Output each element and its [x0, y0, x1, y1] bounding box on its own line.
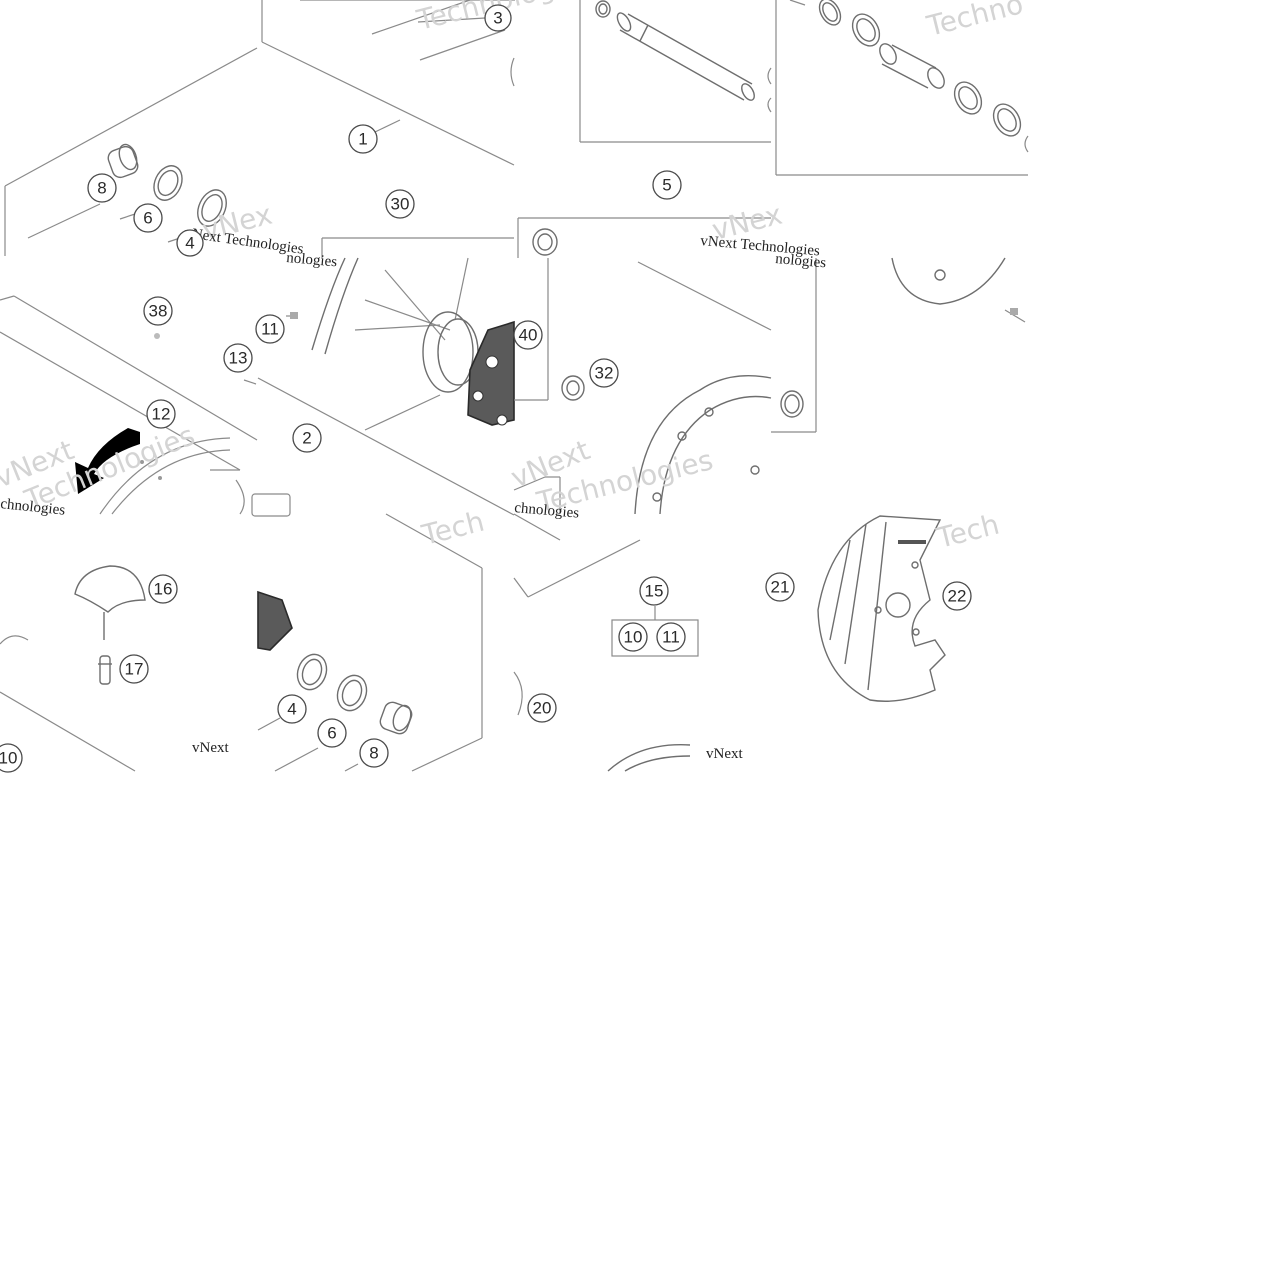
spacer-part	[379, 701, 413, 735]
callout: 20	[527, 693, 557, 723]
panel-bearing-set	[775, 0, 1029, 176]
watermark-text: Techno	[923, 0, 1027, 43]
callout-label: 32	[595, 364, 614, 383]
callout-label: 16	[154, 580, 173, 599]
small-ball-part	[154, 333, 160, 339]
callout-label: 10	[0, 749, 17, 768]
panel-rim-left	[0, 295, 258, 515]
panel-valve-and-tube	[0, 565, 146, 772]
callout-label: 12	[152, 405, 171, 424]
bearing-part	[336, 674, 368, 712]
callout-label: 10	[624, 628, 643, 647]
callout-label: 21	[771, 578, 790, 597]
callout: 21	[765, 572, 795, 602]
callout: 1	[348, 124, 378, 154]
callout-label: 40	[519, 326, 538, 345]
callout: 8	[87, 173, 117, 203]
spacer-part	[107, 143, 139, 179]
brake-disc-part	[634, 375, 772, 515]
callout-label: 6	[143, 209, 152, 228]
callout-label: 20	[533, 699, 552, 718]
callout-label: 11	[261, 320, 279, 339]
callout: 5	[652, 170, 682, 200]
valve-part	[98, 655, 112, 685]
callout: 11	[656, 622, 686, 652]
callout: 30	[385, 189, 415, 219]
callout-label: 11	[662, 628, 680, 647]
bearing-part	[296, 653, 328, 691]
brand-label: chnologies	[0, 496, 66, 519]
callout-label: 4	[287, 700, 296, 719]
callout: 15	[639, 576, 669, 606]
watermark-text: Tech	[933, 508, 1003, 555]
hub-flange-part	[467, 320, 515, 426]
bearing-part	[153, 165, 183, 201]
callout-label: 15	[645, 582, 664, 601]
callout: 6	[133, 203, 163, 233]
callout: 11	[255, 314, 285, 344]
tube-part	[74, 565, 146, 640]
panel-wheel-outline-top	[4, 0, 515, 256]
watermark-text: Tech	[418, 505, 488, 552]
bearing-part	[197, 189, 227, 227]
brand-label: vNext	[192, 740, 229, 756]
callout-label: 6	[327, 724, 336, 743]
callout-label: 22	[948, 587, 967, 606]
callout: 22	[942, 581, 972, 611]
callout: 6	[317, 718, 347, 748]
panel-disc-top-fragment	[891, 257, 1026, 323]
callout-label: 3	[493, 9, 502, 28]
brand-label: chnologies	[514, 500, 580, 522]
callout-label: 4	[185, 234, 194, 253]
panel-disc-guard	[817, 515, 946, 702]
bearing-part	[532, 228, 558, 256]
callout: 17	[119, 654, 149, 684]
callout-label: 17	[125, 660, 144, 679]
brand-label: nologies	[286, 250, 338, 270]
callout-label: 8	[97, 179, 106, 198]
panel-seal-kit	[513, 539, 699, 772]
brand-labels: vNext Technologies vNext Technologies no…	[0, 225, 827, 762]
callout-label: 2	[302, 429, 311, 448]
axle-part	[616, 12, 755, 101]
callout: 16	[148, 574, 178, 604]
panel-brake-disc	[513, 217, 817, 541]
callout: 4	[176, 229, 204, 257]
callout: 4	[277, 694, 307, 724]
brand-label: nologies	[775, 251, 827, 271]
callout-label: 5	[662, 176, 671, 195]
brand-label: vNext	[706, 746, 743, 762]
callout-label: 1	[358, 130, 367, 149]
callout: 10	[618, 622, 648, 652]
callout: 13	[223, 343, 253, 373]
panel-hub-spokes	[243, 237, 515, 517]
callout: 10	[0, 743, 23, 773]
callout: 2	[292, 423, 322, 453]
callout-label: 13	[229, 349, 248, 368]
callout-label: 30	[391, 195, 410, 214]
callout: 38	[143, 296, 173, 326]
panel-axle-detail	[579, 0, 772, 143]
callout: 40	[513, 320, 543, 350]
callout: 8	[359, 738, 389, 768]
spacer-sleeve-part	[879, 43, 945, 89]
panel-hub-bottom	[257, 513, 483, 772]
disc-guard-part	[817, 515, 946, 702]
callout: 3	[484, 4, 512, 32]
callout-label: 8	[369, 744, 378, 763]
callout-label: 38	[149, 302, 168, 321]
nut-part	[561, 375, 585, 401]
callout: 32	[589, 358, 619, 388]
direction-arrow-icon	[75, 428, 140, 494]
callout: 12	[146, 399, 176, 429]
